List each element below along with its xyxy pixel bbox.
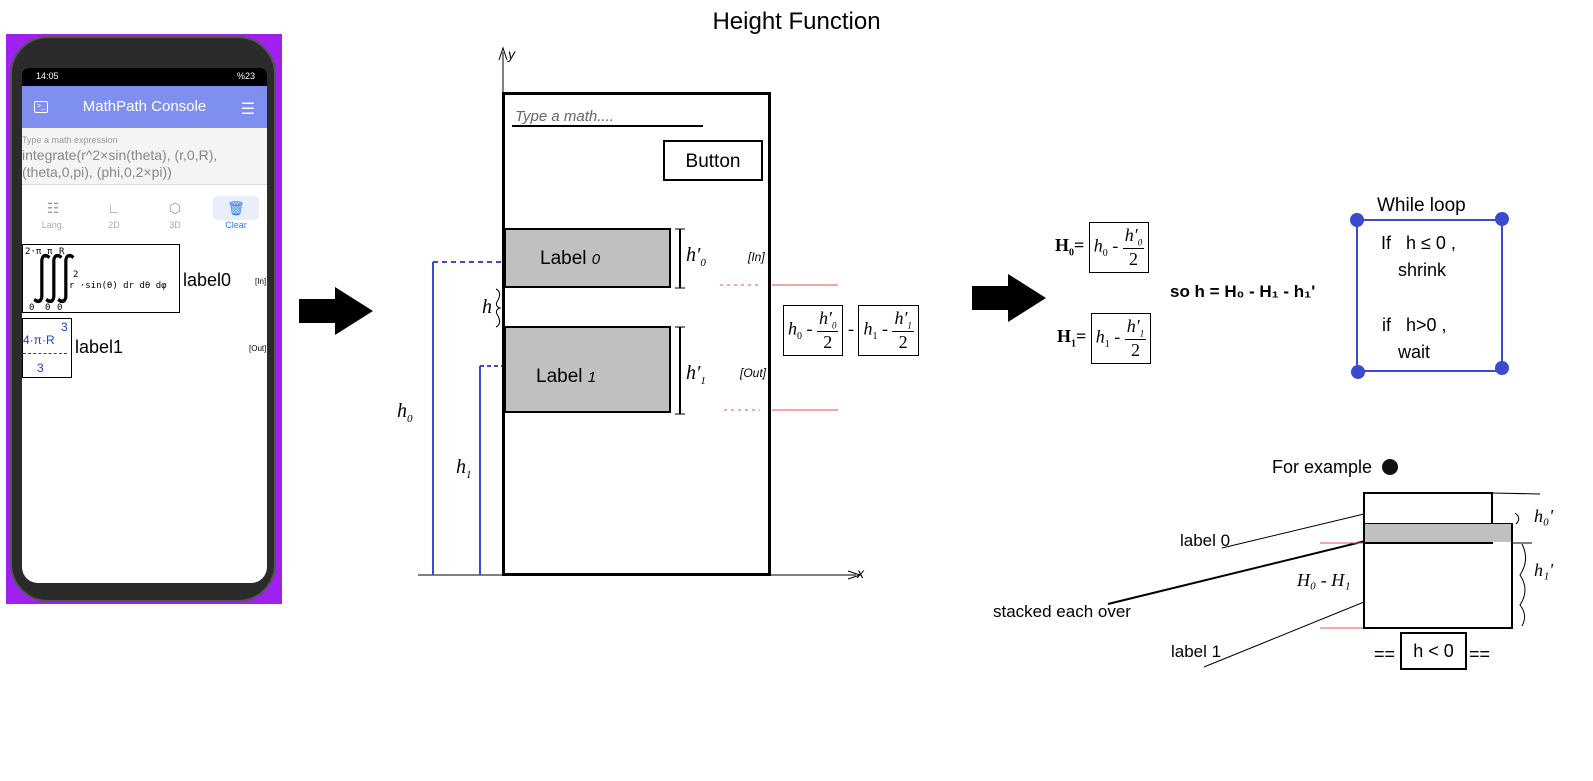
status-bar: 14:05 %23	[22, 68, 267, 86]
diagram-input-placeholder: Type a math....	[515, 108, 614, 125]
diagram-label0: Label 0	[504, 228, 671, 288]
menu-icon[interactable]: ☰	[240, 101, 255, 118]
h0-label: h0	[397, 400, 413, 425]
while-line4: wait	[1398, 342, 1431, 362]
bullet-icon	[1382, 459, 1398, 475]
diagram-out-tag: [Out]	[740, 366, 767, 380]
3d-button[interactable]: ⬡3D	[152, 196, 198, 240]
example-h0-prime: h₀'	[1534, 506, 1554, 526]
example-label0-box	[1363, 492, 1493, 544]
handle-icon[interactable]	[1495, 212, 1509, 226]
arrow-right-icon	[299, 287, 373, 335]
h0-prime-label: h′0	[686, 244, 706, 269]
while-line2: shrink	[1398, 260, 1447, 280]
while-line3: if h>0 ,	[1382, 315, 1447, 335]
x-axis-label: x	[857, 565, 864, 581]
example-stacked: stacked each over	[993, 602, 1131, 621]
output-integral: 2·π π R ∫ ∫ ∫ 0 0 0 2 r ·sin(θ) dr dθ dφ	[22, 244, 180, 313]
example-eqeq-left: ==	[1374, 644, 1396, 664]
trash-icon: 🗑	[213, 196, 259, 220]
example-title: For example	[1272, 457, 1373, 477]
diagram-in-tag: [In]	[748, 250, 765, 264]
status-time: 14:05	[36, 71, 59, 81]
language-icon: ☷	[46, 200, 60, 216]
example-overlap	[1365, 524, 1511, 542]
handle-icon[interactable]	[1495, 361, 1509, 375]
2d-button[interactable]: ∟2D	[91, 196, 137, 240]
example-label0: label 0	[1180, 531, 1231, 550]
handle-icon[interactable]	[1351, 365, 1365, 379]
while-loop-title: While loop	[1377, 195, 1466, 216]
diagram-button[interactable]: Button	[663, 140, 763, 181]
label1-text: label1	[75, 337, 124, 357]
lang-button[interactable]: ☷Lang.	[30, 196, 76, 240]
so-h-equation: so h = H₀ - H₁ - h₁'	[1170, 282, 1316, 301]
example-h0-minus-h1: H₀ - H₁	[1297, 570, 1351, 590]
example-label1: label 1	[1171, 642, 1222, 661]
math-input-field[interactable]: Type a math expression integrate(r^2×sin…	[22, 128, 267, 185]
toolbar: ☷Lang. ∟2D ⬡3D 🗑Clear	[22, 196, 267, 240]
example-condition: h < 0	[1400, 632, 1467, 670]
diagram-title: Height Function	[712, 8, 881, 35]
example-eqeq-right: ==	[1469, 644, 1491, 664]
output-result: 3 4·π·R 3	[22, 318, 72, 378]
terminal-icon[interactable]: >_	[34, 101, 48, 113]
input-placeholder: Type a math expression	[22, 135, 118, 145]
label0-text: label0	[183, 270, 232, 290]
input-value[interactable]: integrate(r^2×sin(theta), (r,0,R), (thet…	[22, 147, 218, 180]
screen-box	[502, 92, 771, 576]
h1-prime-label: h′1	[686, 362, 706, 387]
arrow-right-icon	[972, 274, 1046, 322]
h-gap-label: h	[482, 296, 492, 318]
handle-icon[interactable]	[1350, 213, 1364, 227]
phone-screen: 14:05 %23 >_ MathPath Console ☰ Type a m…	[22, 68, 267, 583]
cube-icon: ⬡	[168, 200, 182, 216]
app-bar: >_ MathPath Console ☰	[22, 86, 267, 128]
status-battery: %23	[236, 71, 255, 81]
diagram-label1: Label 1	[504, 326, 671, 413]
while-line1: If h ≤ 0 ,	[1381, 233, 1456, 253]
app-title: MathPath Console	[82, 98, 207, 115]
out-tag: [Out]	[249, 344, 267, 353]
y-axis-label: y	[508, 46, 515, 62]
while-loop-box	[1356, 219, 1503, 372]
h1-label: h1	[456, 456, 472, 481]
example-h1-prime: h₁'	[1534, 560, 1554, 580]
chart-2d-icon: ∟	[107, 200, 121, 216]
clear-button[interactable]: 🗑Clear	[213, 196, 259, 240]
in-tag: [In]	[255, 277, 267, 286]
